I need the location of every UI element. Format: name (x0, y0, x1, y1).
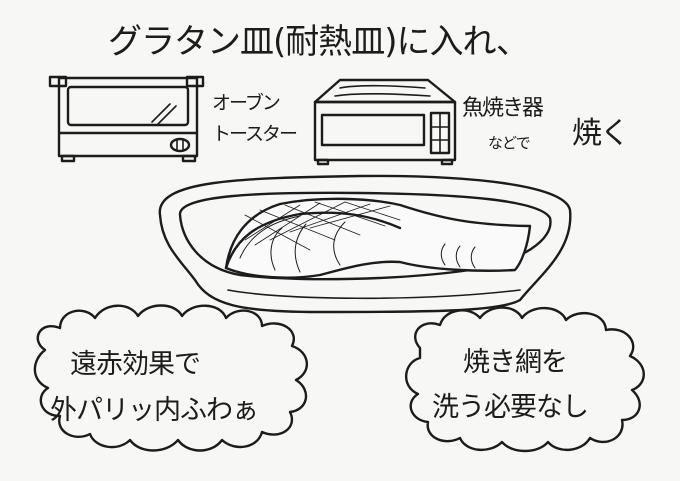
bubble-right-line1: 焼き網を (463, 347, 568, 378)
toaster-oven-icon (48, 75, 205, 163)
fish-grill-label-line1: 魚焼き器 (462, 96, 544, 121)
page-title: グラタン皿(耐熱皿)に入れ、 (108, 22, 530, 62)
bubble-left-line2: 外パリッ内ふわぁ (50, 395, 259, 426)
toaster-label-line1: オーブン (212, 92, 281, 114)
cloud-bubble-right (405, 306, 645, 453)
toaster-label-line2: トースター (212, 123, 298, 145)
gratin-dish-with-salmon-icon (158, 174, 572, 314)
cloud-bubble-left (33, 304, 308, 452)
bake-action-label: 焼く (572, 116, 630, 151)
bubble-left-line1: 遠赤効果で (70, 349, 201, 380)
bubble-right-line2: 洗う必要なし (432, 392, 589, 423)
fish-grill-label-line2: などで (488, 134, 531, 152)
fish-grill-icon (313, 78, 457, 166)
